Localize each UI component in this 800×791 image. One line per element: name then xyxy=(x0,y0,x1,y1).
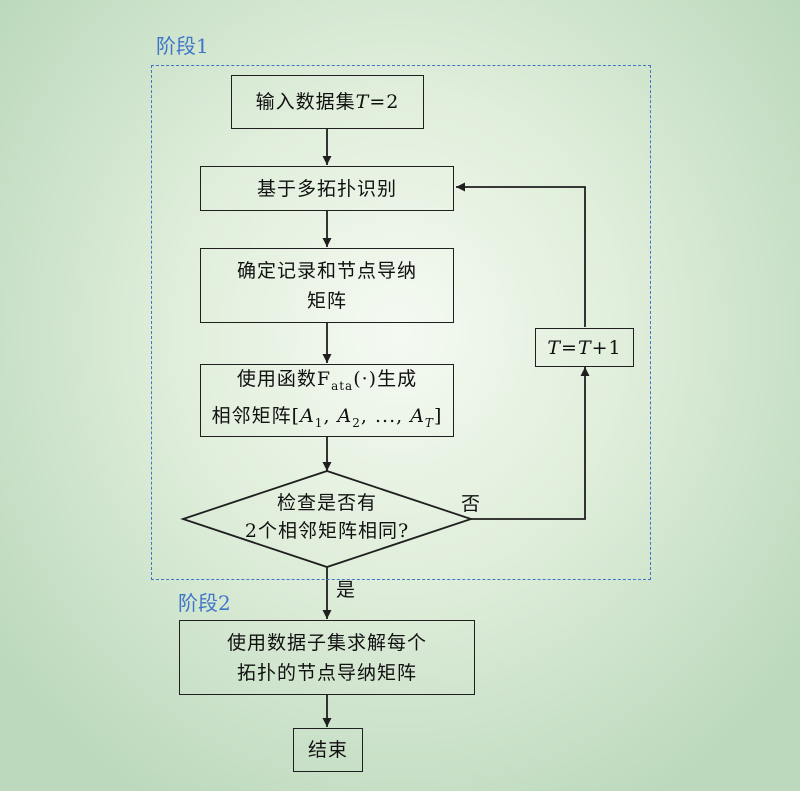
determine-admittance-box: 确定记录和节点导纳 矩阵 xyxy=(200,248,454,323)
stage-1-frame xyxy=(151,65,651,580)
stage-2-label: 阶段2 xyxy=(178,591,231,615)
end-box: 结束 xyxy=(293,728,363,772)
topology-identification-box: 基于多拓扑识别 xyxy=(200,166,454,211)
stage-1-label: 阶段1 xyxy=(156,34,209,58)
check-duplicate-text: 检查是否有 2个相邻矩阵相同? xyxy=(244,492,410,542)
generate-adjacency-box: 使用函数Fata(·)生成 相邻矩阵[A1, A2, ..., AT] xyxy=(200,364,454,437)
solve-admittance-box: 使用数据子集求解每个 拓扑的节点导纳矩阵 xyxy=(179,620,475,695)
input-dataset-box: 输入数据集T=2 xyxy=(231,75,424,129)
arrow-check-no-to-increment xyxy=(471,367,590,520)
decision-diamond xyxy=(180,470,474,568)
yes-branch-label: 是 xyxy=(336,579,356,601)
no-branch-label: 否 xyxy=(461,493,481,515)
arrow-increment-to-identify xyxy=(456,182,586,327)
increment-t-box: T=T+1 xyxy=(535,328,634,367)
